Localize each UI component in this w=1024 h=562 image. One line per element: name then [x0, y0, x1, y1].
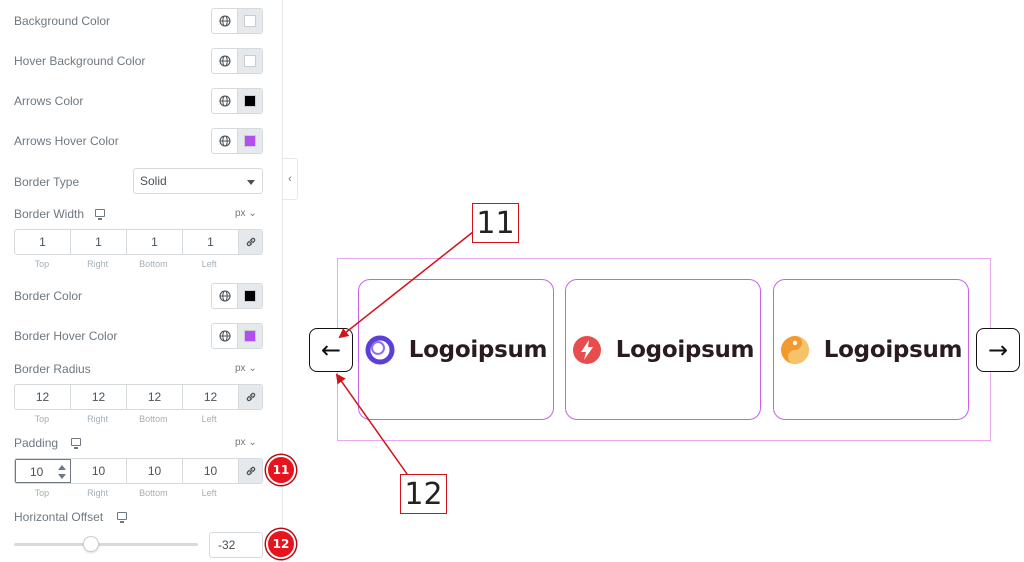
- border-radius-right-input[interactable]: 12: [71, 385, 127, 409]
- globe-icon[interactable]: [212, 89, 238, 113]
- globe-icon[interactable]: [212, 324, 238, 348]
- logo-text: Logoipsum: [823, 336, 963, 363]
- padding-unit[interactable]: px ⌄: [235, 437, 257, 448]
- border-radius-label: Border Radius: [14, 362, 91, 376]
- padding-left-input[interactable]: 10: [183, 459, 239, 483]
- horizontal-offset-input[interactable]: -32: [209, 532, 263, 558]
- border-color-label: Border Color: [14, 289, 83, 303]
- carousel-slide[interactable]: Logoipsum: [565, 279, 761, 420]
- desktop-icon[interactable]: [117, 512, 127, 523]
- arrows-color-control[interactable]: [211, 88, 263, 114]
- border-width-bottom-input[interactable]: 1: [127, 230, 183, 254]
- yin-logo-icon: [780, 335, 809, 364]
- horizontal-offset-slider[interactable]: [14, 543, 198, 546]
- border-radius-dimensions: 12 12 12 12: [14, 384, 263, 410]
- border-type-value: Solid: [140, 174, 167, 188]
- color-swatch[interactable]: [244, 330, 256, 342]
- color-swatch[interactable]: [244, 55, 256, 67]
- background-color-control[interactable]: [211, 8, 263, 34]
- color-swatch[interactable]: [244, 290, 256, 302]
- arrow-left-icon: ←: [320, 336, 342, 364]
- border-width-left-input[interactable]: 1: [183, 230, 239, 254]
- border-width-unit[interactable]: px ⌄: [235, 208, 257, 219]
- prev-arrow-button[interactable]: ←: [309, 328, 353, 372]
- hover-background-color-label: Hover Background Color: [14, 54, 146, 68]
- callout-label-11: 11: [472, 203, 519, 243]
- link-icon[interactable]: [239, 459, 262, 483]
- background-color-label: Background Color: [14, 14, 111, 28]
- slider-handle[interactable]: [83, 536, 99, 552]
- color-swatch[interactable]: [244, 15, 256, 27]
- padding-label: Padding: [14, 436, 59, 450]
- hover-background-color-control[interactable]: [211, 48, 263, 74]
- ring-logo-icon: [365, 335, 395, 364]
- callout-label-12: 12: [400, 474, 447, 514]
- color-swatch[interactable]: [244, 135, 256, 147]
- settings-panel: Background Color Hover Background Color …: [0, 0, 283, 562]
- chevron-left-icon: ‹: [288, 173, 292, 185]
- bolt-logo-icon: [572, 335, 601, 364]
- padding-dimensions: 10 10 10 10: [14, 458, 263, 484]
- padding-top-input[interactable]: 10: [15, 459, 71, 483]
- carousel-slide[interactable]: Logoipsum: [358, 279, 554, 420]
- desktop-icon[interactable]: [95, 209, 105, 220]
- border-hover-color-control[interactable]: [211, 323, 263, 349]
- step-badge-12: 12: [266, 529, 296, 559]
- border-radius-top-input[interactable]: 12: [15, 385, 71, 409]
- border-radius-unit[interactable]: px ⌄: [235, 363, 257, 374]
- padding-bottom-input[interactable]: 10: [127, 459, 183, 483]
- color-swatch[interactable]: [244, 95, 256, 107]
- border-width-right-input[interactable]: 1: [71, 230, 127, 254]
- border-type-label: Border Type: [14, 175, 80, 189]
- logo-text: Logoipsum: [408, 336, 548, 363]
- arrows-hover-color-label: Arrows Hover Color: [14, 134, 119, 148]
- chevron-down-icon: [247, 180, 255, 185]
- border-hover-color-label: Border Hover Color: [14, 329, 118, 343]
- border-radius-left-input[interactable]: 12: [183, 385, 239, 409]
- arrows-color-label: Arrows Color: [14, 94, 84, 108]
- border-width-top-input[interactable]: 1: [15, 230, 71, 254]
- next-arrow-button[interactable]: →: [976, 328, 1020, 372]
- arrow-right-icon: →: [987, 336, 1009, 364]
- globe-icon[interactable]: [212, 9, 238, 33]
- globe-icon[interactable]: [212, 49, 238, 73]
- border-color-control[interactable]: [211, 283, 263, 309]
- arrows-hover-color-control[interactable]: [211, 128, 263, 154]
- carousel-slide[interactable]: Logoipsum: [773, 279, 969, 420]
- collapse-panel-button[interactable]: ‹: [283, 158, 298, 200]
- border-radius-bottom-input[interactable]: 12: [127, 385, 183, 409]
- link-icon[interactable]: [239, 230, 262, 254]
- step-badge-11: 11: [266, 455, 296, 485]
- desktop-icon[interactable]: [71, 438, 81, 449]
- border-width-label: Border Width: [14, 207, 85, 221]
- horizontal-offset-label: Horizontal Offset: [14, 510, 104, 524]
- globe-icon[interactable]: [212, 129, 238, 153]
- logo-text: Logoipsum: [615, 336, 755, 363]
- border-type-select[interactable]: Solid: [133, 168, 263, 194]
- globe-icon[interactable]: [212, 284, 238, 308]
- link-icon[interactable]: [239, 385, 262, 409]
- border-width-dimensions: 1 1 1 1: [14, 229, 263, 255]
- number-spinner-icon[interactable]: [58, 465, 66, 479]
- padding-right-input[interactable]: 10: [71, 459, 127, 483]
